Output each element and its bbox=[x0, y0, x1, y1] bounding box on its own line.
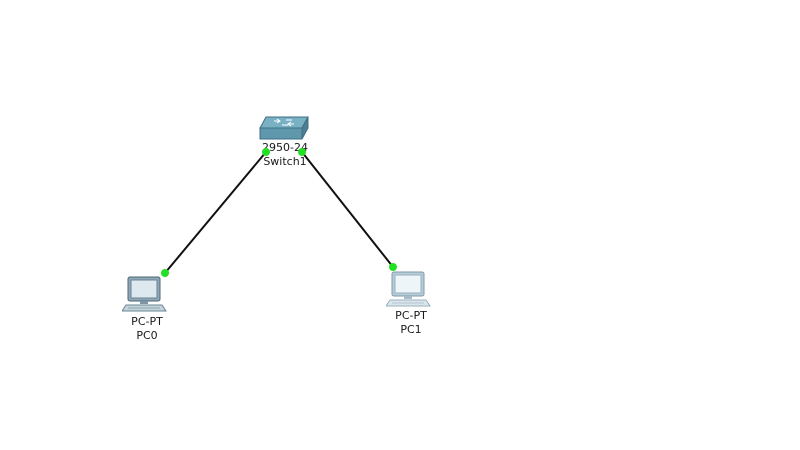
port-light-switch1-pc0 bbox=[262, 148, 270, 156]
pc1-name-label: PC1 bbox=[400, 323, 422, 336]
switch1-device[interactable] bbox=[258, 114, 312, 142]
cable-switch1-pc1[interactable] bbox=[301, 151, 394, 268]
pc0-device[interactable] bbox=[122, 275, 168, 315]
pc-icon bbox=[386, 271, 431, 307]
pc0-name-label: PC0 bbox=[136, 329, 158, 342]
pc1-device[interactable] bbox=[386, 270, 432, 310]
port-light-pc1 bbox=[389, 263, 397, 271]
pc0-model-label: PC-PT bbox=[131, 315, 163, 328]
port-light-switch1-pc1 bbox=[298, 148, 306, 156]
pc-icon bbox=[122, 276, 167, 312]
pc1-model-label: PC-PT bbox=[395, 309, 427, 322]
switch1-model-label: 2950-24 bbox=[262, 141, 308, 154]
port-light-pc0 bbox=[161, 269, 169, 277]
cable-switch1-pc0[interactable] bbox=[164, 151, 267, 274]
switch-icon bbox=[259, 116, 309, 140]
switch1-name-label: Switch1 bbox=[263, 155, 307, 168]
